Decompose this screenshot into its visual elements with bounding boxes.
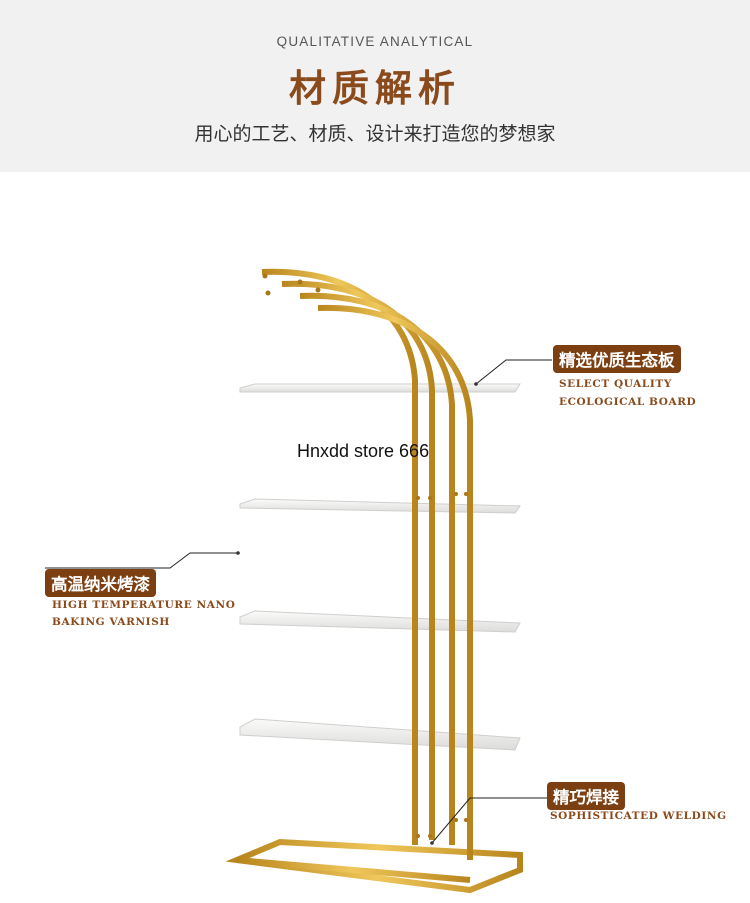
store-watermark: Hnxdd store 666 (297, 441, 430, 461)
board-callout-en-line2: ECOLOGICAL BOARD (559, 396, 697, 408)
header-banner: QUALITATIVE ANALYTICAL 材质解析 用心的工艺、材质、设计来… (0, 0, 750, 172)
page-title: 材质解析 (289, 66, 461, 110)
callout-leaders (45, 359, 552, 844)
left-frame (225, 267, 523, 894)
varnish-callout-badge: 高温纳米烤漆 (45, 569, 156, 597)
welding-points (262, 273, 468, 838)
varnish-callout-en-line2: BAKING VARNISH (52, 616, 170, 628)
header-eyebrow: QUALITATIVE ANALYTICAL (276, 34, 474, 49)
page-subtitle: 用心的工艺、材质、设计来打造您的梦想家 (194, 123, 556, 145)
board-callout-badge: 精选优质生态板 (553, 345, 681, 373)
board-callout-en-line1: SELECT QUALITY (559, 378, 672, 390)
arch-frames (261, 268, 473, 860)
welding-callout-badge: 精巧焊接 (547, 782, 625, 810)
welding-callout-en-line1: SOPHISTICATED WELDING (550, 810, 727, 822)
varnish-callout-en-line1: HIGH TEMPERATURE NANO (52, 599, 236, 611)
